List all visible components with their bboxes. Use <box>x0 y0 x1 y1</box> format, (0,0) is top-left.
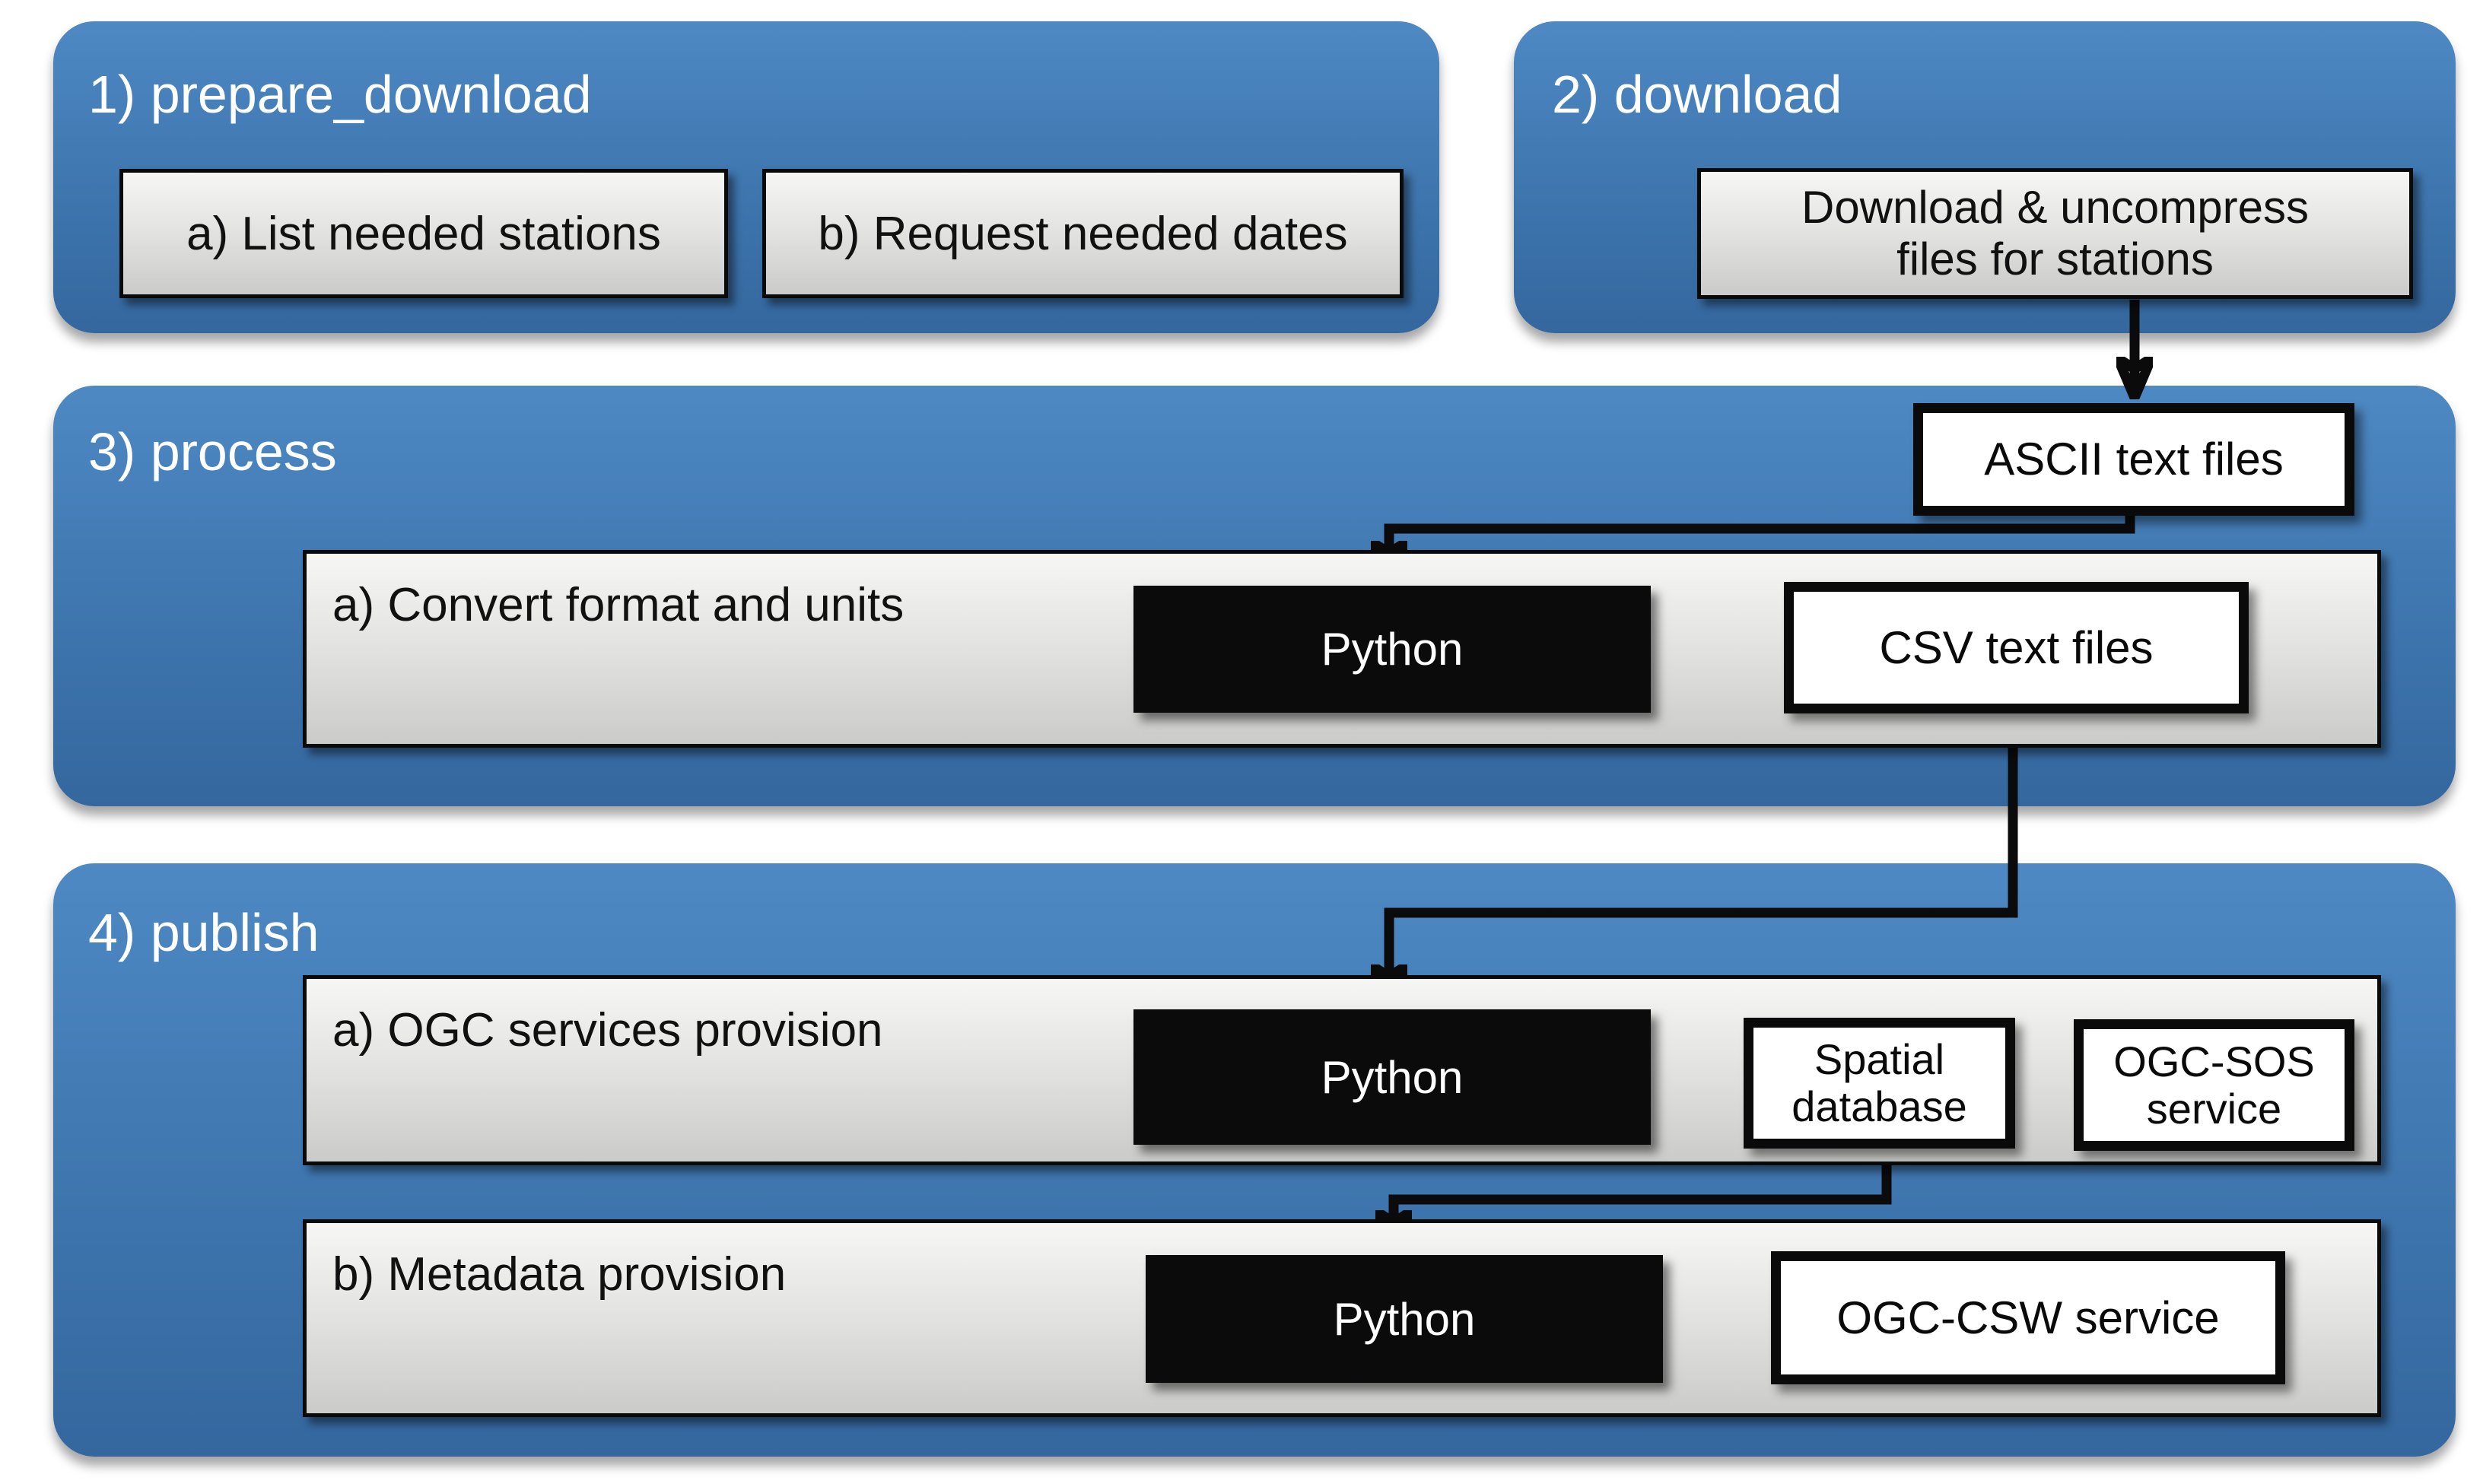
node-python-process: Python <box>1133 586 1651 713</box>
node-label: Python <box>1333 1293 1476 1345</box>
node-label: OGC-CSW service <box>1836 1292 2220 1343</box>
node-label: Python <box>1321 1051 1464 1103</box>
node-list-needed-stations: a) List needed stations <box>119 169 728 298</box>
node-label-line1: OGC-SOS <box>2113 1037 2315 1085</box>
node-label-line2: files for stations <box>1896 234 2214 284</box>
node-ascii-text-files: ASCII text files <box>1913 403 2354 516</box>
node-download-uncompress: Download & uncompress files for stations <box>1697 168 2413 299</box>
row-label: a) OGC services provision <box>332 1004 883 1057</box>
node-label-line2: database <box>1792 1082 1967 1130</box>
section-title-download: 2) download <box>1552 65 1842 124</box>
node-request-needed-dates: b) Request needed dates <box>762 169 1404 298</box>
section-title-publish: 4) publish <box>88 903 320 962</box>
node-python-ogc-services: Python <box>1133 1009 1651 1145</box>
node-spatial-database: Spatial database <box>1744 1018 2015 1149</box>
node-label-line1: Spatial <box>1814 1035 1945 1084</box>
node-label: a) List needed stations <box>186 207 661 260</box>
row-label: a) Convert format and units <box>332 579 904 631</box>
node-label: b) Request needed dates <box>818 207 1348 260</box>
section-title-prepare-download: 1) prepare_download <box>88 65 592 124</box>
section-title-process: 3) process <box>88 422 337 481</box>
node-label: ASCII text files <box>1984 434 2284 485</box>
node-ogc-csw-service: OGC-CSW service <box>1771 1251 2285 1384</box>
node-label-line2: service <box>2146 1084 2282 1133</box>
node-csv-text-files: CSV text files <box>1784 582 2249 713</box>
row-label: b) Metadata provision <box>332 1248 787 1301</box>
node-ogc-sos-service: OGC-SOS service <box>2074 1019 2354 1151</box>
node-label-line1: Download & uncompress <box>1801 181 2309 233</box>
node-label: Python <box>1321 624 1464 675</box>
node-python-metadata: Python <box>1146 1255 1663 1383</box>
node-label: CSV text files <box>1879 621 2154 673</box>
